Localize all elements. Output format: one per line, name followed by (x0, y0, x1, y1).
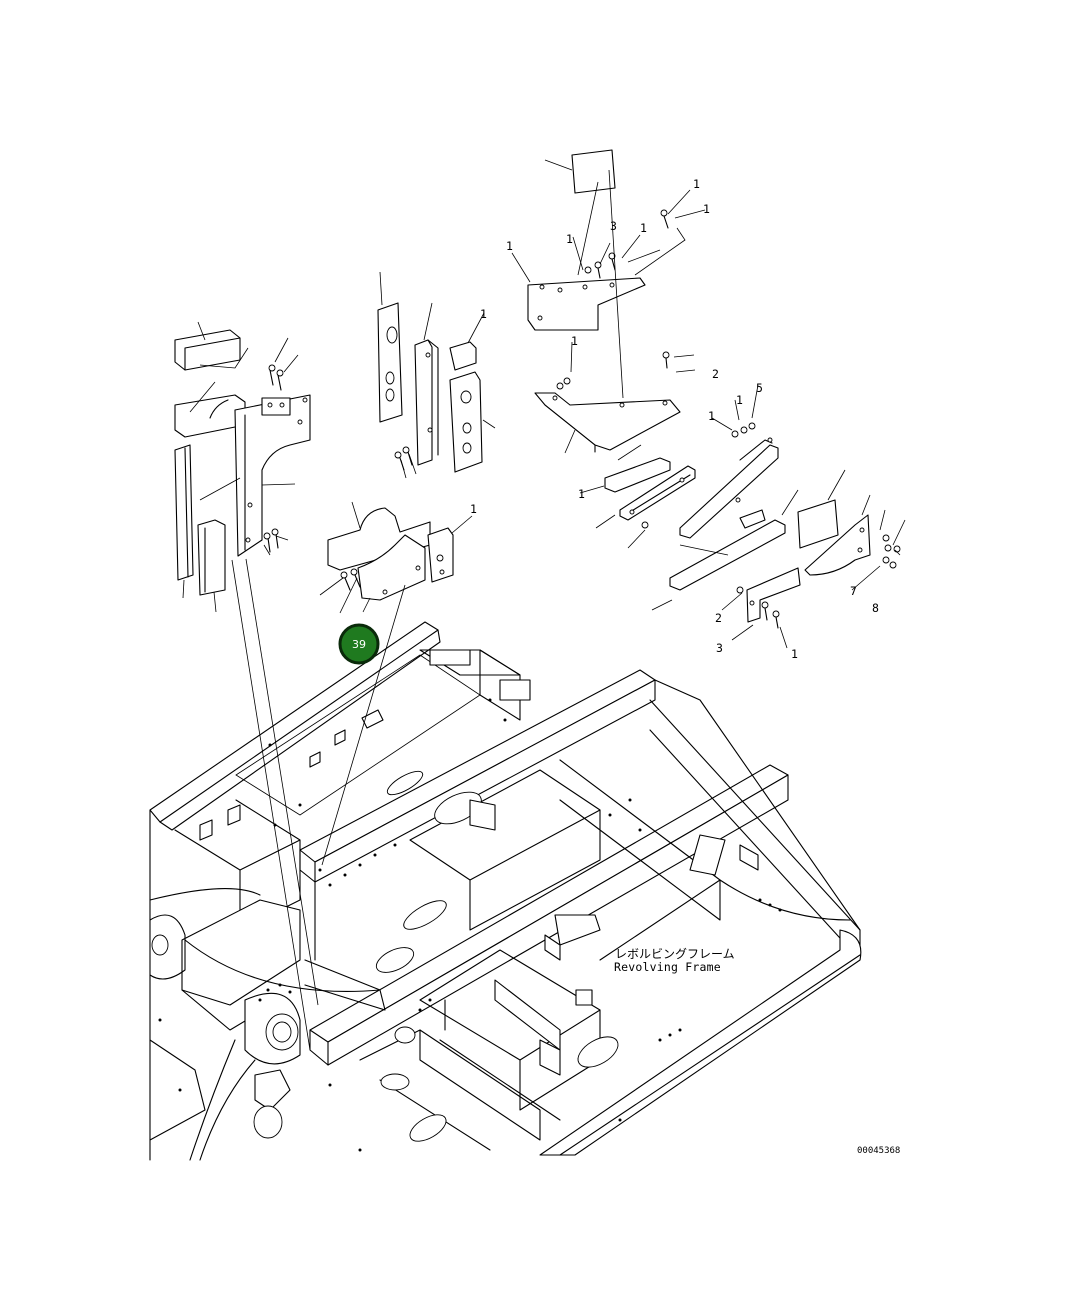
ref-number: 8 (872, 601, 879, 615)
ref-number: 2 (715, 611, 722, 625)
ref-number: 1 (506, 239, 513, 253)
revolving-frame (149, 621, 862, 1161)
ref-number: 5 (756, 381, 763, 395)
frame-label-jp: レボルビングフレーム (615, 947, 735, 961)
ref-number: 1 (470, 502, 477, 516)
callout-number: 39 (352, 638, 366, 651)
part-reference-numbers: 1 1 1 1 3 1 1 1 2 5 1 1 1 1 7 8 2 3 1 (470, 177, 879, 661)
ref-number: 1 (566, 232, 573, 246)
ref-number: 1 (693, 177, 700, 191)
ref-number: 3 (716, 641, 723, 655)
drawing-number: 00045368 (857, 1146, 900, 1156)
callout-badge[interactable] (338, 623, 380, 665)
ref-number: 3 (610, 219, 617, 233)
frame-rivets (158, 698, 782, 1152)
ref-number: 1 (480, 307, 487, 321)
ref-number: 1 (640, 221, 647, 235)
middle-cover-group (327, 302, 483, 601)
ref-number: 1 (736, 393, 743, 407)
callout-39[interactable]: 39 (338, 623, 380, 665)
ref-number: 2 (712, 367, 719, 381)
ref-number: 7 (850, 584, 857, 598)
ref-number: 1 (578, 487, 585, 501)
frame-label-en: Revolving Frame (614, 960, 721, 974)
ref-number: 1 (708, 409, 715, 423)
right-cover-group (527, 149, 901, 629)
ref-number: 1 (703, 202, 710, 216)
left-cover-group (174, 329, 311, 596)
ref-number: 1 (571, 334, 578, 348)
ref-number: 1 (791, 647, 798, 661)
leader-lines (182, 159, 906, 1051)
